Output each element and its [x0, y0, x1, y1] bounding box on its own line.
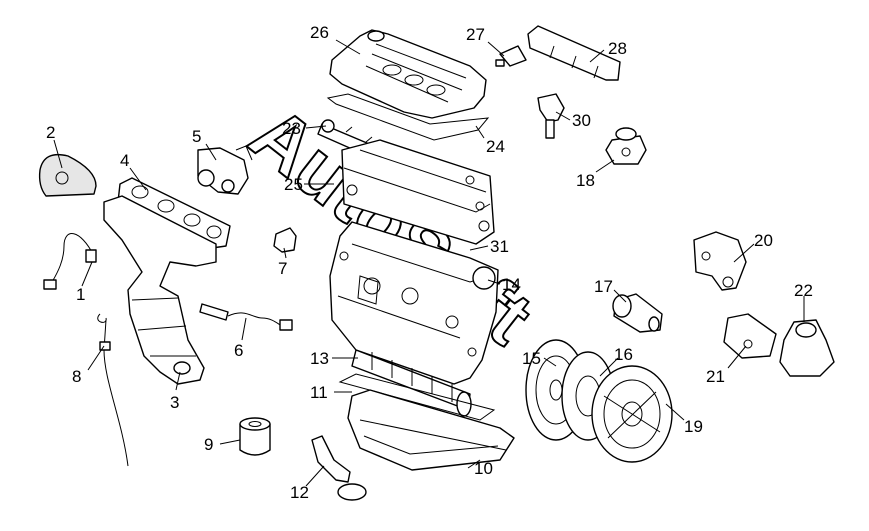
crankshaft-position-sensor[interactable] — [537, 93, 565, 139]
clutch-pressure-plate[interactable] — [591, 365, 673, 463]
callout-21: 21 — [706, 367, 725, 386]
cylinder-head[interactable] — [341, 139, 495, 245]
callout-25: 26 — [310, 23, 329, 42]
heat-shield[interactable] — [38, 153, 97, 197]
valve-cover-gasket[interactable] — [326, 93, 490, 141]
callout-14: 14 — [502, 275, 521, 294]
callout-13: 13 — [310, 349, 329, 368]
fuel-rail[interactable] — [527, 25, 621, 81]
callout-12: 12 — [290, 483, 309, 502]
callout-11: 11 — [310, 383, 328, 402]
engine-mount-bracket[interactable] — [693, 231, 747, 291]
callout-9: 9 — [204, 435, 213, 454]
callout-27: 25 — [284, 175, 303, 194]
callout-20: 20 — [754, 231, 773, 250]
oxygen-sensor-rear[interactable] — [199, 303, 293, 331]
valve-cover[interactable] — [329, 29, 487, 119]
callout-7: 7 — [278, 259, 287, 278]
callout-15: 15 — [522, 349, 541, 368]
oxygen-sensor-front[interactable] — [43, 233, 97, 290]
callout-24: 24 — [486, 137, 505, 156]
oil-pan[interactable] — [347, 389, 515, 471]
callout-labels: 26 27 28 30 18 2 4 5 23 24 25 31 7 1 14 … — [46, 23, 813, 502]
callout-1: 1 — [76, 285, 85, 304]
callout-18: 18 — [576, 171, 595, 190]
callout-10: 10 — [474, 459, 493, 478]
exhaust-manifold-catalytic-converter[interactable] — [103, 195, 217, 385]
callout-31: 30 — [572, 111, 591, 130]
callout-28: 27 — [466, 25, 485, 44]
transmission-mount[interactable] — [723, 313, 777, 359]
callout-19: 19 — [684, 417, 703, 436]
callout-2: 2 — [46, 123, 55, 142]
camshaft-sensor[interactable] — [495, 45, 527, 67]
plug[interactable] — [273, 227, 297, 253]
callout-22: 22 — [794, 281, 813, 300]
callout-3: 3 — [170, 393, 179, 412]
oil-pan-gasket[interactable] — [338, 373, 496, 421]
starter-motor[interactable] — [612, 293, 663, 333]
crankshaft[interactable] — [351, 349, 472, 417]
engine-block[interactable] — [329, 221, 499, 385]
egr-valve[interactable] — [605, 127, 647, 165]
callout-26: 31 — [490, 237, 509, 256]
thermostat-housing[interactable] — [197, 145, 253, 195]
oil-filter[interactable] — [239, 417, 271, 456]
oil-pickup-tube[interactable] — [311, 435, 367, 501]
callout-5: 5 — [192, 127, 201, 146]
leader-lines — [53, 39, 805, 487]
callout-16: 16 — [614, 345, 633, 364]
callout-4: 4 — [120, 151, 129, 170]
oil-dipstick[interactable] — [97, 313, 129, 467]
callout-6: 6 — [234, 341, 243, 360]
callout-17: 17 — [594, 277, 613, 296]
callout-8: 8 — [72, 367, 81, 386]
callout-23: 23 — [282, 119, 301, 138]
callout-30: 28 — [608, 39, 627, 58]
engine-mount[interactable] — [779, 319, 835, 377]
